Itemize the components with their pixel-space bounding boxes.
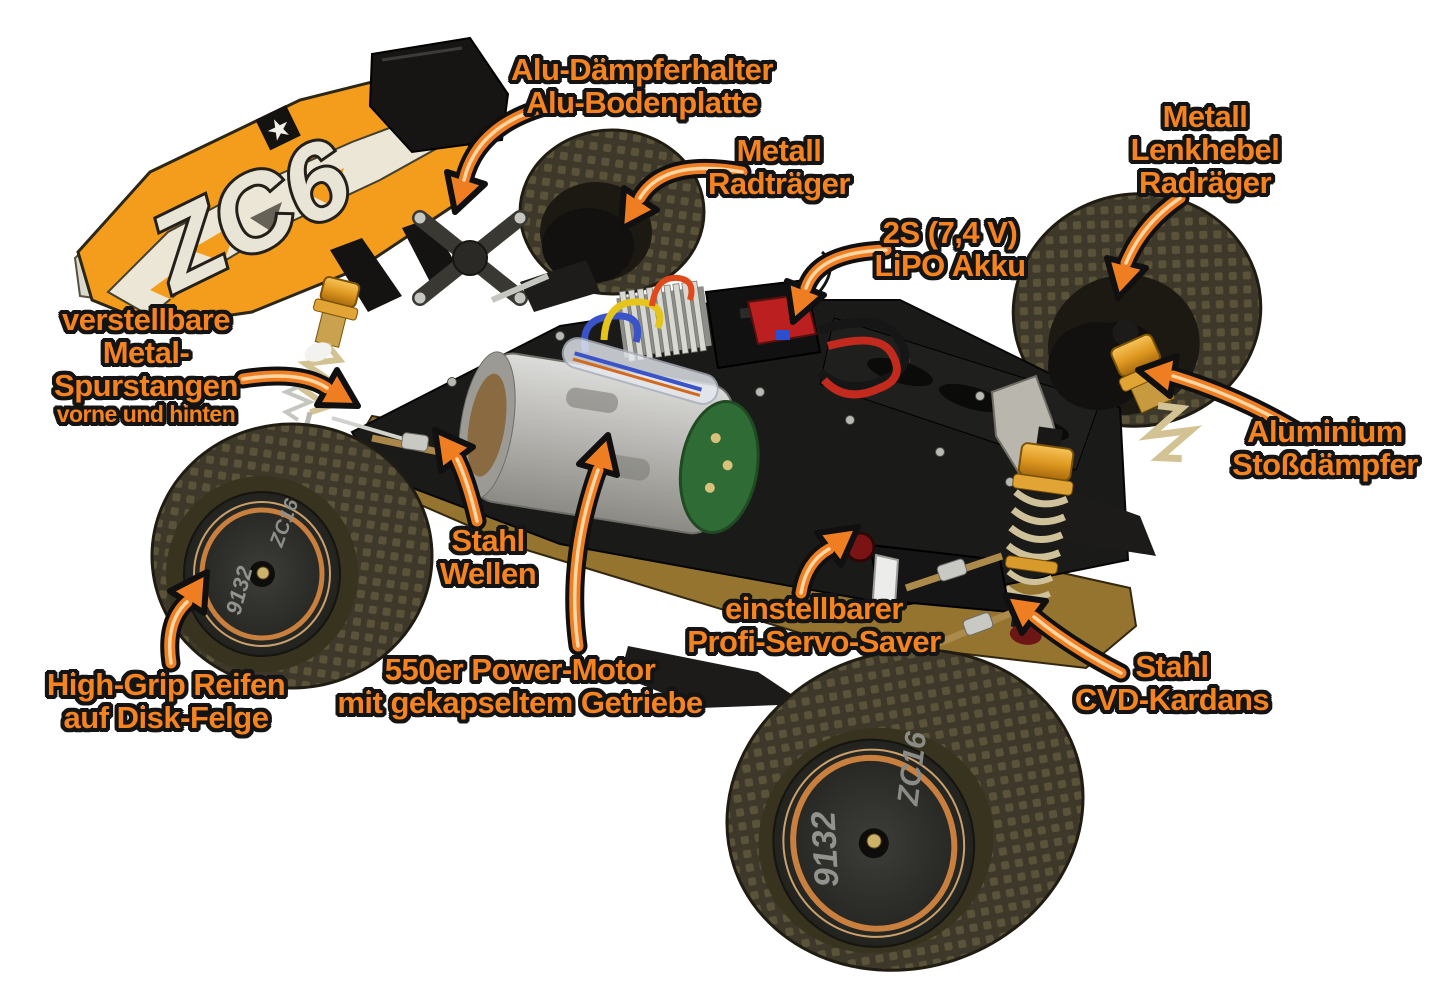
callout-arrows (160, 94, 1317, 683)
label-high-grip-reifen: High-Grip Reifen auf Disk-Felge (46, 667, 286, 736)
label-line: Spurstangen (54, 368, 238, 404)
label-line: LiPO Akku (874, 248, 1026, 284)
arrow-stahl-wellen (432, 427, 487, 531)
label-line: Alu-Bodenplatte (526, 85, 758, 121)
label-servo-saver: einstellbarer Profi-Servo-Saver (687, 591, 941, 660)
label-line: Lenkhebel (1130, 132, 1280, 168)
label-line: Alu-Dämpferhalter (511, 52, 773, 87)
label-stahl-wellen: Stahl Wellen (439, 523, 537, 592)
label-line: 2S (7,4 V) (882, 215, 1018, 250)
arrow-power-motor (565, 432, 620, 656)
arrow-reifen (160, 569, 210, 673)
label-line: Metal- (102, 335, 190, 371)
arrow-lipo-akku (784, 240, 896, 325)
label-alu-daempferhalter: Alu-Dämpferhalter Alu-Bodenplatte (511, 53, 773, 119)
label-line: Radträger (708, 166, 850, 202)
arrow-metall-radtraeger (618, 158, 752, 232)
front-left-wheel: ZC16 9132 (150, 422, 434, 690)
motor-wires (581, 274, 695, 353)
arrow-lenkhebel (1104, 188, 1190, 301)
label-line: einstellbarer (725, 591, 903, 626)
label-spurstangen: verstellbare Metal- Spurstangen vorne un… (54, 303, 238, 427)
label-line: verstellbare (61, 302, 231, 337)
label-power-motor: 550er Power-Motor mit gekapseltem Getrie… (337, 652, 703, 721)
label-line: Stoßdämpfer (1232, 447, 1418, 483)
shock-tower (412, 210, 528, 306)
label-line: Wellen (439, 556, 537, 592)
power-cables (816, 318, 910, 399)
wheel-marking: 9132 (804, 810, 846, 888)
label-line: Radräger (1138, 165, 1272, 201)
label-lipo-akku: 2S (7,4 V) LiPO Akku (874, 215, 1026, 284)
label-line: High-Grip Reifen (46, 667, 286, 702)
label-line: Aluminium (1247, 414, 1403, 449)
front-right-wheel: ZC16 9132 (725, 648, 1085, 972)
arrow-stossdaempfer (1135, 353, 1317, 447)
arrow-cvd-kardans (1002, 592, 1131, 683)
label-metall-radtraeger: Metall Radträger (708, 134, 850, 200)
label-line: Metall (1162, 99, 1248, 134)
label-line: Profi-Servo-Saver (687, 624, 941, 660)
label-line: CVD-Kardans (1074, 682, 1270, 718)
label-line: Metall (736, 133, 822, 168)
arrow-alu-daempferhalter (444, 94, 566, 215)
label-line: mit gekapseltem Getriebe (337, 685, 703, 721)
label-line: auf Disk-Felge (63, 700, 269, 736)
label-subline: vorne und hinten (56, 401, 236, 428)
label-metall-lenkhebel-radraeger: Metall Lenkhebel Radräger (1130, 99, 1280, 201)
label-aluminium-stossdaempfer: Aluminium Stoßdämpfer (1232, 415, 1418, 481)
label-line: 550er Power-Motor (384, 652, 656, 687)
label-line: Stahl (451, 523, 525, 558)
arrow-spurstangen (233, 366, 361, 409)
shrink-tube (561, 337, 719, 405)
wing-scoop (368, 36, 510, 154)
label-line: Stahl (1135, 649, 1209, 684)
label-cvd-kardans: Stahl CVD-Kardans (1074, 649, 1270, 718)
arrow-servo-saver (791, 524, 861, 603)
